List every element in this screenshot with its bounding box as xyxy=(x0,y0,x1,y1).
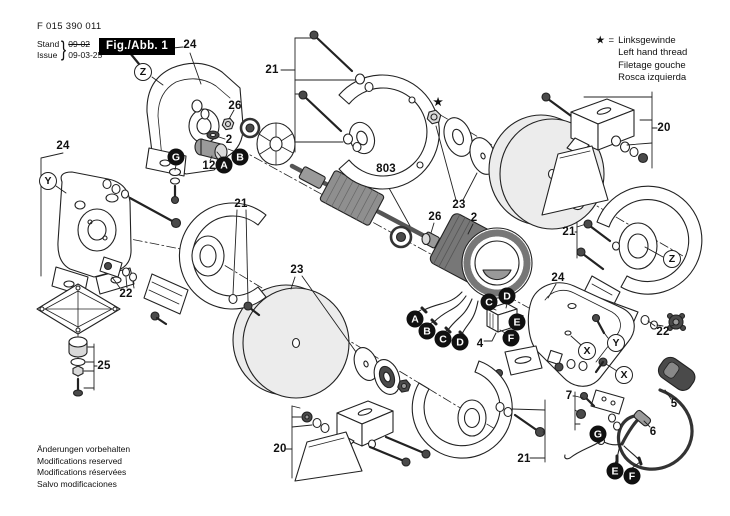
tool-rest-bottom xyxy=(285,347,431,482)
badge-A-wire: A xyxy=(406,310,424,328)
grinding-wheel-left xyxy=(232,275,357,399)
callout-24-top: 24 xyxy=(183,39,197,51)
callout-24-cover: 24 xyxy=(551,272,565,284)
legend-line-en: Left hand thread xyxy=(618,47,688,59)
badge-G-cord: G xyxy=(589,425,607,443)
callout-5-plug: 5 xyxy=(670,398,678,410)
badge-C-wire: C xyxy=(434,330,452,348)
callout-21-bottom: 21 xyxy=(517,453,531,465)
callout-25-base: 25 xyxy=(97,360,111,372)
callout-26-front: 26 xyxy=(228,100,242,112)
callout-6-sleeve: 6 xyxy=(649,426,657,438)
badge-B-wire: B xyxy=(418,322,436,340)
document-number: F 015 390 011 xyxy=(37,21,102,32)
issue-date: 09-03-25 xyxy=(68,49,103,60)
callout-7-clamp: 7 xyxy=(565,390,573,402)
legend-lines: Linksgewinde Left hand thread Filetage g… xyxy=(618,35,687,84)
badge-X-cover-lower: X xyxy=(615,366,633,384)
badge-F-switch: F xyxy=(502,329,520,347)
left-end-shield xyxy=(40,152,182,297)
callout-21-top: 21 xyxy=(265,64,279,76)
modifications-notice: Änderungen vorbehalten Modifications res… xyxy=(37,444,130,491)
equals-sign: = xyxy=(608,35,615,46)
callout-20-bottom: 20 xyxy=(273,443,287,455)
callout-22-left: 22 xyxy=(119,288,133,300)
badge-Z-top-housing: Z xyxy=(134,63,152,81)
callout-12-spacer: 12 xyxy=(202,160,216,172)
footer-line-fr: Modifications réservées xyxy=(37,467,127,478)
badge-A-rotor: A xyxy=(215,156,233,174)
badge-Z-right-guard: Z xyxy=(663,250,681,268)
callout-23-left: 23 xyxy=(290,264,304,276)
callout-803-rotor: 803 xyxy=(376,163,396,175)
title-block: F 015 390 011 Stand Issue } 09-02 09-03-… xyxy=(37,21,102,63)
left-hand-thread-star-icon: ★ xyxy=(433,96,443,109)
badge-E-cord: E xyxy=(606,462,624,480)
issue-values: 09-02 09-03-25 xyxy=(68,39,102,61)
badge-B-rotor: B xyxy=(231,148,249,166)
superseded-date: 09-02 xyxy=(68,38,90,49)
left-hand-thread-legend: ★ = Linksgewinde Left hand thread Fileta… xyxy=(596,35,687,84)
badge-Y-left-housing: Y xyxy=(39,172,57,190)
badge-C-switch: C xyxy=(480,293,498,311)
badge-Y-cover: Y xyxy=(607,334,625,352)
wheel-guard-top xyxy=(280,30,440,190)
badge-G-housing: G xyxy=(167,148,185,166)
badge-X-cover: X xyxy=(578,342,596,360)
badge-E-switch: E xyxy=(508,313,526,331)
callout-4-switch: 4 xyxy=(476,338,484,350)
badge-F-cord: F xyxy=(623,467,641,485)
callout-21-left: 21 xyxy=(234,198,248,210)
base-plate-assembly xyxy=(36,283,121,397)
callout-23-right: 23 xyxy=(452,199,466,211)
issue-label: Issue xyxy=(37,49,58,60)
star-icon: ★ xyxy=(596,35,605,46)
issue-labels: Stand Issue xyxy=(37,39,59,61)
footer-line-es: Salvo modificaciones xyxy=(37,478,117,489)
brace-glyph: } xyxy=(61,38,67,61)
issue-dates: Stand Issue } 09-02 09-03-25 xyxy=(37,36,102,63)
legend-line-de: Linksgewinde xyxy=(618,35,676,46)
callout-2-washer: 2 xyxy=(225,134,233,146)
callout-26-rear: 26 xyxy=(428,211,442,223)
footer-line-en: Modifications reserved xyxy=(37,455,123,466)
stator-field xyxy=(415,213,533,338)
wheel-guard-left xyxy=(143,202,267,326)
stand-label: Stand xyxy=(37,38,60,49)
footer-line-de: Änderungen vorbehalten xyxy=(37,444,131,454)
power-cord-assembly xyxy=(564,356,696,471)
badge-D-switch: D xyxy=(498,287,516,305)
callout-24-left: 24 xyxy=(56,140,70,152)
callout-21-right: 21 xyxy=(562,226,576,238)
callout-22-right: 22 xyxy=(656,326,670,338)
tool-rest-right xyxy=(541,91,658,216)
legend-line-fr: Filetage gouche xyxy=(618,59,686,71)
callout-20-right: 20 xyxy=(657,122,671,134)
legend-line-es: Rosca izquierda xyxy=(618,72,687,84)
front-bearing-parts xyxy=(191,99,296,166)
wheel-guard-bottom xyxy=(411,360,546,463)
figure-badge: Fig./Abb. 1 xyxy=(99,38,176,55)
callout-2-stator: 2 xyxy=(470,212,478,224)
badge-D-wire: D xyxy=(451,333,469,351)
